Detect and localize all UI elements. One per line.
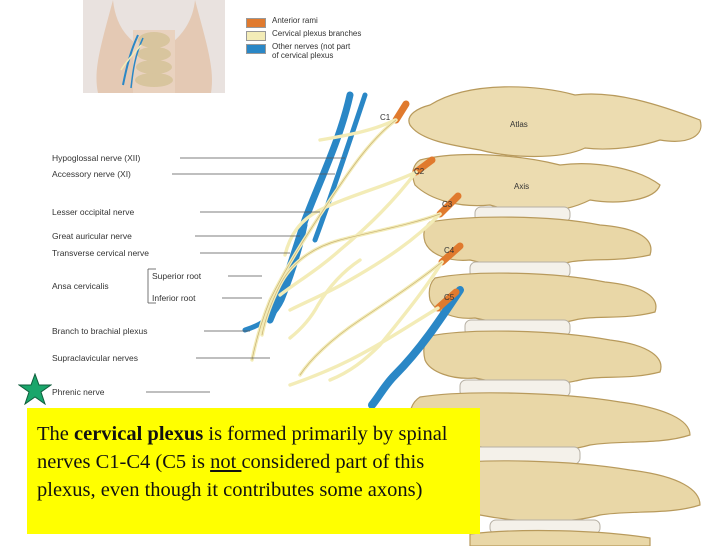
ansa-cervicalis-label: Ansa cervicalis [52, 281, 109, 291]
accessory-label: Accessory nerve (XI) [52, 169, 131, 179]
legend: Anterior rami Cervical plexus branches O… [246, 16, 416, 76]
c2-label: C2 [414, 167, 425, 176]
great-auricular-label: Great auricular nerve [52, 231, 132, 241]
c3-bone [423, 216, 652, 268]
caption-box: The cervical plexus is formed primarily … [27, 408, 480, 534]
axis-label: Axis [514, 182, 530, 191]
atlas-bone [408, 86, 702, 158]
c4-label: C4 [444, 246, 455, 255]
c3-label: C3 [442, 200, 453, 209]
supraclavicular-label: Supraclavicular nerves [52, 353, 138, 363]
caption-text-2: is formed primarily by spinal nerves C1-… [37, 423, 448, 473]
inferior-root-label: Inferior root [152, 293, 196, 303]
atlas-label: Atlas [510, 120, 528, 129]
legend-label: Anterior rami [272, 16, 318, 25]
legend-swatch [246, 18, 266, 28]
anterior-rami [392, 100, 464, 312]
c1-label: C1 [380, 113, 391, 122]
neck-location-thumbnail [83, 0, 225, 93]
legend-swatch [246, 31, 266, 41]
hypoglossal-label: Hypoglossal nerve (XII) [52, 153, 141, 163]
plexus-branches [250, 118, 444, 387]
caption-text-3: considered part of this plexus, even tho… [37, 451, 425, 501]
lesser-occipital-label: Lesser occipital nerve [52, 207, 135, 217]
leader-lines [146, 157, 345, 393]
caption-underlined-word: not [210, 451, 242, 473]
legend-label: Cervical plexus branches [272, 29, 362, 38]
axis-bone [412, 153, 661, 213]
legend-item-other-nerves: Other nerves (not part of cervical plexu… [246, 42, 350, 60]
legend-label: Other nerves (not part of cervical plexu… [272, 42, 351, 60]
caption-text-1: The [37, 423, 74, 445]
phrenic-label: Phrenic nerve [52, 387, 105, 397]
c5-label: C5 [444, 293, 455, 302]
caption-bold-term: cervical plexus [74, 423, 204, 445]
legend-swatch [246, 44, 266, 54]
legend-item-anterior-rami: Anterior rami [246, 16, 318, 28]
c4-bone [428, 272, 657, 326]
star-icon [18, 373, 52, 405]
c5-bone [423, 330, 662, 386]
superior-root-label: Superior root [152, 271, 202, 281]
transverse-cervical-label: Transverse cervical nerve [52, 248, 149, 258]
neck-illustration [96, 0, 213, 93]
brachial-branch-label: Branch to brachial plexus [52, 326, 148, 336]
legend-item-plexus-branches: Cervical plexus branches [246, 29, 361, 41]
